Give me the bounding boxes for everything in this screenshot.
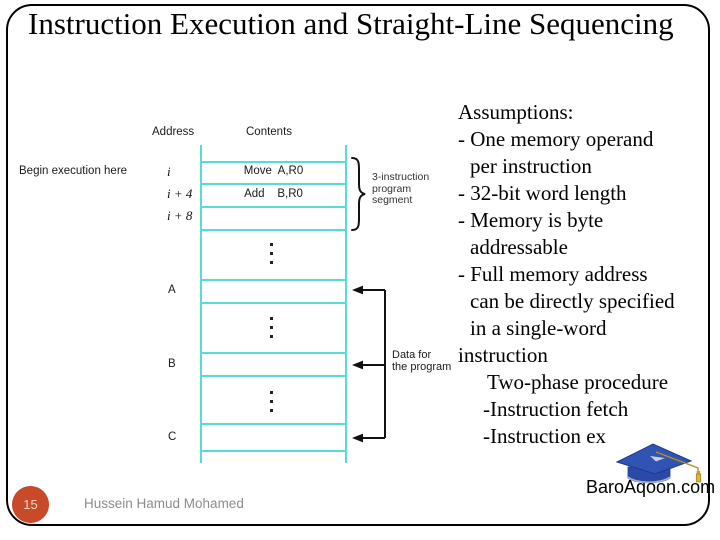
page-number: 15 — [23, 497, 38, 512]
ellipsis-dots — [270, 317, 273, 320]
assumption-item: addressable — [470, 235, 568, 259]
address-label-i8: i + 8 — [167, 208, 193, 223]
procedure-heading: Two-phase procedure — [487, 370, 669, 394]
memory-row-line — [202, 229, 345, 231]
assumptions-text: Assumptions: - One memory operand per in… — [0, 99, 720, 450]
slide-border — [6, 4, 710, 526]
memory-row-line — [202, 183, 345, 185]
assumption-item: in a single-word — [470, 316, 607, 340]
assumption-item: instruction — [458, 343, 548, 367]
author-name: Hussein Hamud Mohamed — [84, 496, 244, 511]
graduation-cap-icon — [615, 443, 702, 484]
begin-execution-label: Begin execution here — [19, 165, 128, 177]
assumption-item: can be directly specified — [470, 289, 675, 313]
memory-row-line — [202, 450, 345, 452]
contents-column-header: Contents — [246, 126, 293, 138]
page-number-badge: 15 — [12, 486, 49, 523]
instruction-cell-add: Add B,R0 — [244, 188, 303, 200]
memory-row-line — [202, 206, 345, 208]
memory-row-line — [202, 352, 345, 354]
memory-row-line — [202, 279, 345, 281]
memory-row-line — [202, 423, 345, 425]
assumption-item: per instruction — [470, 154, 592, 178]
data-for-program-label: Data for the program — [392, 349, 451, 373]
operand-label-b: B — [168, 358, 176, 370]
data-label-line: Data for — [392, 349, 432, 361]
assumption-item: - Memory is byte — [458, 208, 604, 232]
page-title: Instruction Execution and Straight-Line … — [28, 6, 674, 41]
assumptions-heading: Assumptions: — [458, 100, 574, 124]
assumption-item: - 32-bit word length — [458, 181, 627, 205]
assumption-item: - Full memory address — [458, 262, 648, 286]
memory-row-line — [202, 302, 345, 304]
address-label-i: i — [167, 164, 171, 179]
address-label-i4: i + 4 — [167, 186, 193, 201]
operand-label-a: A — [168, 284, 176, 296]
memory-row-line — [202, 375, 345, 377]
segment-label-line: 3-instruction — [372, 171, 430, 183]
operand-label-c: C — [168, 431, 177, 443]
data-pointer-arrows — [352, 285, 386, 443]
segment-label-line: segment — [372, 194, 413, 206]
assumption-item: - One memory operand — [458, 127, 654, 151]
branding-text: BaroAqoon.com — [586, 477, 716, 497]
segment-brace-label: 3-instruction program segment — [372, 171, 430, 207]
segment-brace — [351, 157, 366, 231]
procedure-item: -Instruction fetch — [483, 397, 629, 421]
instruction-cell-move: Move A,R0 — [243, 165, 304, 177]
data-label-line: the program — [392, 361, 452, 373]
memory-right-border — [345, 145, 347, 463]
segment-label-line: program — [372, 182, 412, 195]
memory-row-line — [202, 161, 345, 163]
memory-left-border — [200, 145, 202, 463]
procedure-item: -Instruction ex — [483, 424, 607, 448]
ellipsis-dots — [270, 391, 273, 394]
address-column-header: Address — [152, 126, 195, 138]
ellipsis-dots — [270, 243, 273, 246]
